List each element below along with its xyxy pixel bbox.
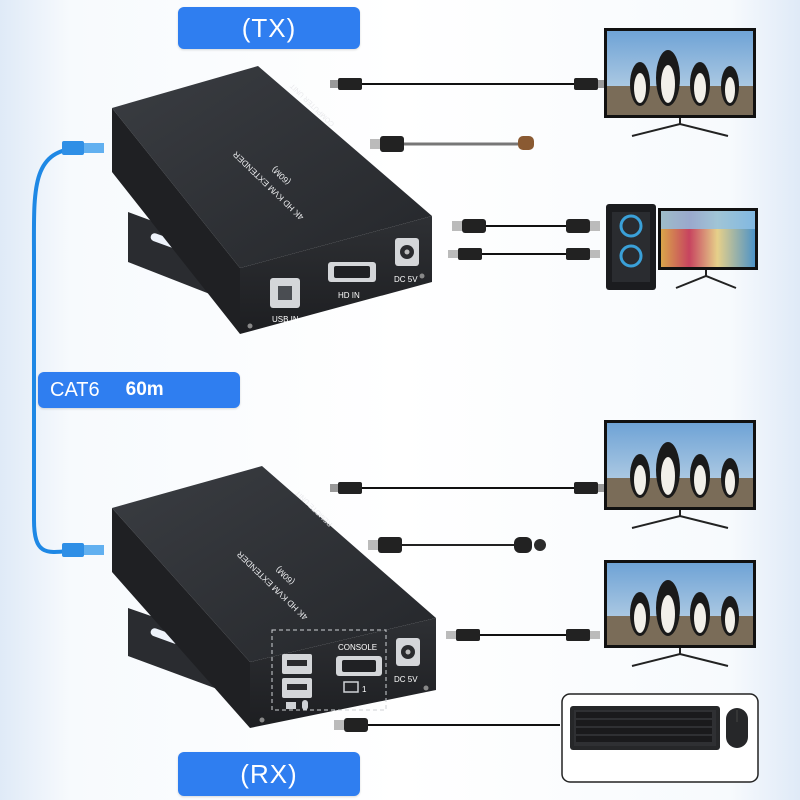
tx-port-hd-label: HD IN <box>338 291 360 300</box>
rx-label: (RX) <box>178 752 360 796</box>
rx-top-face <box>112 466 436 662</box>
monitor-icon-tx <box>604 28 756 137</box>
rx-port-dc-label: DC 5V <box>394 675 418 684</box>
cable-label: CAT6 60m <box>38 372 240 408</box>
monitor-icon-pc <box>658 208 758 289</box>
cat6-cable <box>31 146 81 554</box>
keyboard-mouse-box <box>561 693 759 783</box>
rx-console-panel <box>271 629 387 711</box>
rx-port-hd-index: 1 <box>362 685 367 694</box>
rx-left-face <box>112 508 250 728</box>
tx-port-dc-label: DC 5V <box>394 275 418 284</box>
rj45-plug-icon-bottom <box>62 543 104 557</box>
rx-hdmi-cable <box>330 482 606 494</box>
keyboard-icon <box>570 706 720 750</box>
tx-usb-cable <box>452 219 600 233</box>
tx-power-cable <box>370 136 534 152</box>
cable-length: 60m <box>125 379 164 400</box>
tx-hdmi-cable-2 <box>448 248 600 260</box>
tx-unit: 4K HD KVM EXTENDER (60M) COMPUTER UNIT U… <box>112 66 432 334</box>
rx-mount-ear <box>128 608 220 690</box>
rx-port-console-label: CONSOLE <box>338 643 377 652</box>
rx-unit: 4K HD KVM EXTENDER (60M) REMOTE UNIT CON… <box>112 466 436 728</box>
rj45-plug-icon-top <box>62 141 104 155</box>
monitor-icon-rx-2 <box>604 560 756 667</box>
monitor-icon-small <box>343 681 359 693</box>
mouse-icon <box>726 708 748 748</box>
cable-type: CAT6 <box>50 378 100 401</box>
mouse-icon-small <box>302 700 308 710</box>
tx-hdmi-cable <box>330 78 606 90</box>
rx-hdmi-out-cable <box>446 629 600 641</box>
tx-left-face <box>112 108 240 334</box>
tx-port-usb-label: USB IN <box>272 315 299 324</box>
keyboard-icon-small <box>286 702 296 709</box>
tx-label: (TX) <box>178 7 360 49</box>
tx-top-face <box>112 66 432 268</box>
rx-usb-keyboard-cable <box>334 718 560 732</box>
rx-power-cable <box>368 537 546 553</box>
pc-tower-icon <box>606 204 656 290</box>
monitor-icon-rx-1 <box>604 420 756 529</box>
